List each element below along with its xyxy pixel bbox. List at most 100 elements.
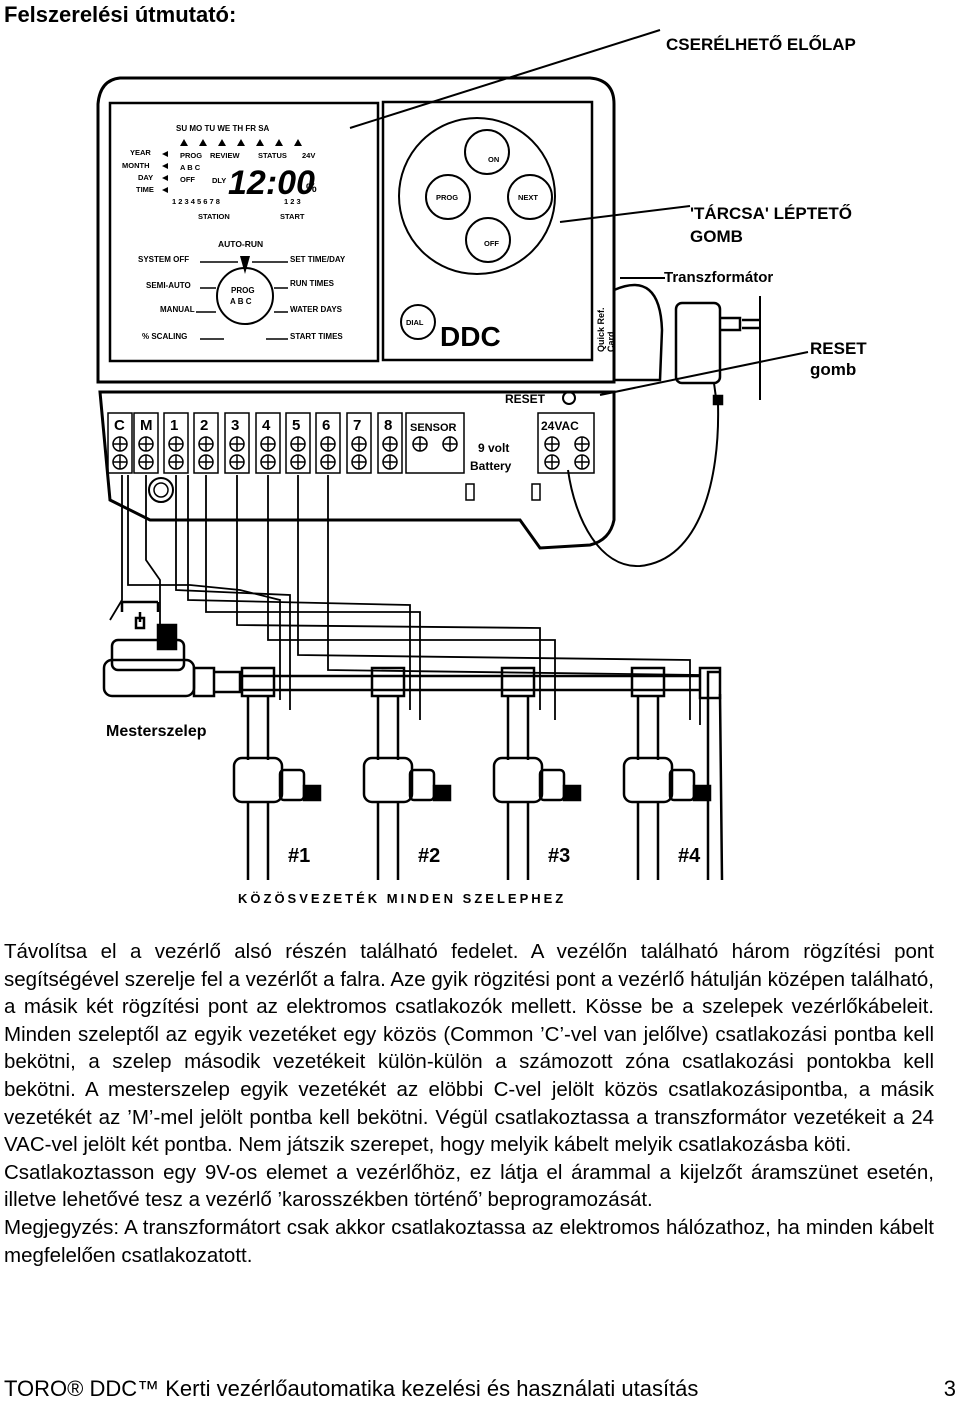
- valve-body: [622, 756, 674, 804]
- off-button: OFF: [484, 239, 499, 248]
- terminal-block: [193, 412, 219, 474]
- lcd-time-value: 12:00: [228, 164, 315, 202]
- lcd-dly: DLY: [212, 176, 226, 185]
- dial-set-time: SET TIME/DAY: [290, 255, 346, 264]
- valve-number: #4: [678, 845, 701, 867]
- terminal-label: C: [114, 417, 125, 434]
- terminal-block: [315, 412, 341, 474]
- tee-fitting: [240, 666, 276, 698]
- valve-number: #3: [548, 845, 570, 867]
- lcd-percent: %: [306, 181, 317, 195]
- transformer: [567, 296, 761, 568]
- lcd-24v: 24V: [302, 151, 315, 160]
- page-title: Felszerelési útmutató:: [4, 2, 237, 27]
- master-valve-label: Mesterszelep: [106, 723, 207, 740]
- solenoid: [538, 768, 566, 802]
- page-footer: TORO® DDC™ Kerti vezérlőautomatika kezel…: [4, 1376, 956, 1402]
- tee-fitting: [500, 666, 536, 698]
- terminal-label: 3: [231, 417, 239, 434]
- solenoid-cap: [432, 784, 452, 802]
- rotary-dial: AUTO-RUN SYSTEM OFF SEMI-AUTO MANUAL % S…: [138, 239, 346, 341]
- prog-button: PROG: [436, 193, 458, 202]
- brand-logo: DDC: [440, 321, 501, 352]
- terminal-label: 8: [384, 417, 392, 434]
- terminal-block: [107, 412, 133, 474]
- outlet-pipe: [246, 802, 270, 880]
- outlet-pipe: [376, 802, 400, 880]
- terminal-label: 4: [262, 417, 271, 434]
- lcd-station-label: STATION: [198, 212, 230, 221]
- riser-pipe: [246, 696, 270, 760]
- battery-line1: 9 volt: [478, 441, 509, 455]
- reset-callout-line1: RESET: [810, 339, 867, 358]
- outlet-pipe: [636, 802, 660, 880]
- terminal-block: [163, 412, 189, 474]
- lcd-triangles: [162, 139, 302, 193]
- lcd-days: SU MO TU WE TH FR SA: [176, 124, 270, 133]
- on-button: ON: [488, 155, 499, 164]
- valve-area-labels: Mesterszelep KÖZÖSVEZETÉK MINDEN SZELEPH…: [106, 723, 566, 906]
- battery-line2: Battery: [470, 459, 512, 473]
- page-number: 3: [943, 1376, 956, 1401]
- riser-pipe: [636, 696, 660, 760]
- sensor-label: SENSOR: [410, 422, 457, 434]
- terminal-label: M: [140, 417, 153, 434]
- terminal-block: [377, 412, 403, 474]
- terminal-block: [346, 412, 372, 474]
- terminal-label: 5: [292, 417, 300, 434]
- paragraph-2: Csatlakoztasson egy 9V-os elemet a vezér…: [4, 1160, 934, 1212]
- dial-water-days: WATER DAYS: [290, 305, 343, 314]
- terminal-block: [224, 412, 250, 474]
- lcd-time-label: TIME: [136, 185, 154, 194]
- dial-auto-run: AUTO-RUN: [218, 239, 263, 249]
- reset-label: RESET: [505, 392, 546, 406]
- terminal-block: [255, 412, 281, 474]
- lcd-status: STATUS: [258, 151, 287, 160]
- callout-lines: [349, 29, 809, 396]
- next-button: NEXT: [518, 193, 538, 202]
- quick-ref-card: Quick Ref.Card: [596, 307, 616, 352]
- terminal-block: [285, 412, 311, 474]
- dial-center-abc: A B C: [230, 297, 252, 306]
- dial-button: DIAL: [406, 318, 424, 327]
- button-cluster: ON OFF PROG NEXT DIAL DDC Quick Ref.Card: [398, 117, 616, 352]
- lcd-off: OFF: [180, 175, 195, 184]
- dial-center-prog: PROG: [231, 286, 255, 295]
- lcd-prog: PROG: [180, 151, 202, 160]
- solenoid-cap: [562, 784, 582, 802]
- valve-body: [232, 756, 284, 804]
- lcd-review: REVIEW: [210, 151, 241, 160]
- solenoid-cap: [302, 784, 322, 802]
- valve-body: [492, 756, 544, 804]
- transformer-callout: Transzformátor: [664, 269, 773, 286]
- solenoid: [668, 768, 696, 802]
- pipes-and-valves: [102, 600, 724, 881]
- terminal-label: 7: [353, 417, 361, 434]
- wiring: [109, 475, 701, 725]
- lcd-display: SU MO TU WE TH FR SA YEAR MONTH DAY TIME…: [122, 124, 317, 221]
- common-line-label: KÖZÖSVEZETÉK MINDEN SZELEPHEZ: [238, 891, 566, 906]
- outlet-pipe: [506, 802, 530, 880]
- footer-text: TORO® DDC™ Kerti vezérlőautomatika kezel…: [4, 1376, 699, 1401]
- lcd-day: DAY: [138, 173, 153, 182]
- faceplate-callout: CSERÉLHETŐ ELŐLAP: [666, 35, 856, 54]
- dial-start-times: START TIMES: [290, 332, 343, 341]
- body-text: Távolítsa el a vezérlő alsó részén talál…: [4, 938, 934, 1269]
- reset-callout-line2: gomb: [810, 360, 856, 379]
- valve-body: [362, 756, 414, 804]
- sensor-block: [405, 412, 465, 474]
- terminal-label: 6: [322, 417, 330, 434]
- lcd-month: MONTH: [122, 161, 150, 170]
- riser-pipe: [376, 696, 400, 760]
- dial-callout-line2: GOMB: [690, 227, 743, 246]
- lcd-start-digits: 1 2 3: [284, 197, 301, 206]
- paragraph-1: Távolítsa el a vezérlő alsó részén talál…: [4, 940, 934, 1157]
- vac-label: 24VAC: [541, 419, 579, 433]
- dial-scaling: % SCALING: [142, 332, 187, 341]
- lcd-abc: A B C: [180, 163, 201, 172]
- dial-system-off: SYSTEM OFF: [138, 255, 189, 264]
- terminal-label: 1: [170, 417, 178, 434]
- riser-pipe: [506, 696, 530, 760]
- dial-manual: MANUAL: [160, 305, 195, 314]
